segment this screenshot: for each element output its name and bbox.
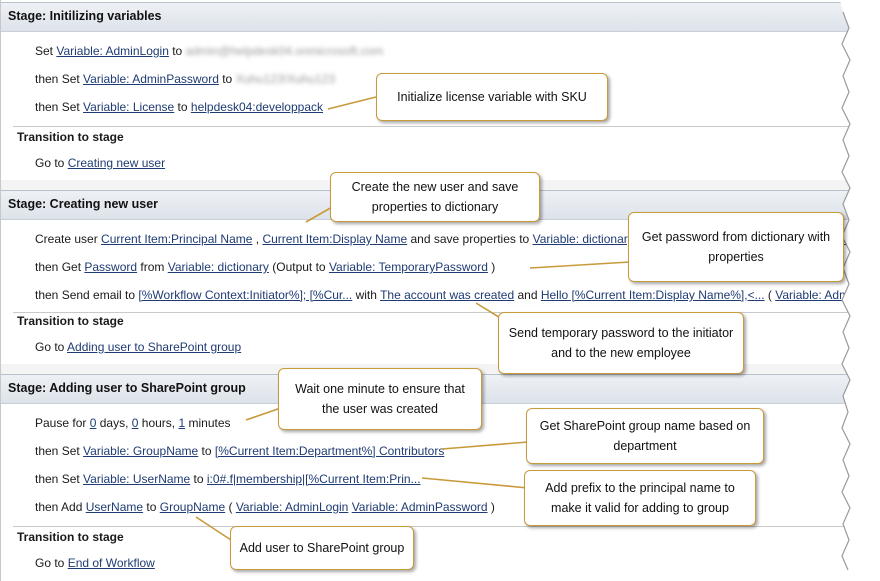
text: and xyxy=(514,288,541,302)
text: then Add xyxy=(35,500,86,514)
text: to xyxy=(168,44,186,58)
variable-adminlogin-link[interactable]: Variable: AdminLogin xyxy=(235,500,349,514)
stage-header-initializing[interactable]: Stage: Initilizing variables xyxy=(1,2,863,32)
text: and save properties to xyxy=(407,232,533,246)
variable-adminpassword-link[interactable]: Variable: AdminPassword xyxy=(83,72,219,86)
email-subject-link[interactable]: The account was created xyxy=(380,288,515,302)
callout-send-email: Send temporary password to the initiator… xyxy=(498,312,744,374)
action-pause: Pause for 0 days, 0 hours, 1 minutes xyxy=(35,416,231,430)
transition-heading: Transition to stage xyxy=(17,530,124,544)
username-link[interactable]: UserName xyxy=(85,500,144,514)
text: Go to xyxy=(35,156,68,170)
text: (Output to xyxy=(268,260,329,274)
username-value-link[interactable]: i:0#.f|membership|[%Current Item:Prin... xyxy=(206,472,421,486)
text: ) xyxy=(487,260,496,274)
callout-prefix: Add prefix to the principal name to make… xyxy=(524,470,756,526)
text: ( xyxy=(225,500,236,514)
groupname-value-link[interactable]: [%Current Item:Department%] Contributors xyxy=(214,444,445,458)
callout-group-name: Get SharePoint group name based on depar… xyxy=(526,408,764,464)
variable-adminpassword-link[interactable]: Variable: AdminPassword xyxy=(351,500,488,514)
text: Go to xyxy=(35,556,68,570)
callout-license: Initialize license variable with SKU xyxy=(376,73,608,121)
stage-title: Stage: Adding user to SharePoint group xyxy=(8,381,246,395)
transition-separator xyxy=(13,526,863,527)
pause-days-link[interactable]: 0 xyxy=(89,416,97,430)
pause-hours-link[interactable]: 0 xyxy=(131,416,139,430)
text: then Set xyxy=(35,100,84,114)
text: to xyxy=(174,100,191,114)
action-get-password: then Get Password from Variable: diction… xyxy=(35,260,495,274)
text: ) xyxy=(487,500,495,514)
transition-heading: Transition to stage xyxy=(17,314,124,328)
text: days, xyxy=(96,416,132,430)
goto-creating-new-user: Go to Creating new user xyxy=(35,156,165,170)
text: then Set xyxy=(35,472,84,486)
variable-groupname-link[interactable]: Variable: GroupName xyxy=(83,444,199,458)
transition-separator xyxy=(13,312,863,313)
leader-group xyxy=(441,441,529,450)
torn-edge-decoration xyxy=(840,0,880,581)
text: ( xyxy=(764,288,776,302)
goto-target-link[interactable]: End of Workflow xyxy=(67,556,155,570)
text: with xyxy=(352,288,381,302)
action-set-adminpassword: then Set Variable: AdminPassword to Xuhu… xyxy=(35,72,335,86)
action-create-user: Create user Current Item:Principal Name … xyxy=(35,232,634,246)
text: to xyxy=(218,72,236,86)
goto-adding-user: Go to Adding user to SharePoint group xyxy=(35,340,241,354)
text: then Set xyxy=(35,72,84,86)
action-set-groupname: then Set Variable: GroupName to [%Curren… xyxy=(35,444,444,458)
password-link[interactable]: Password xyxy=(84,260,138,274)
stage-title: Stage: Creating new user xyxy=(8,197,159,211)
goto-target-link[interactable]: Creating new user xyxy=(67,156,166,170)
license-value-link[interactable]: helpdesk04:developpack xyxy=(190,100,324,114)
leader-adduser xyxy=(195,516,235,543)
principal-name-link[interactable]: Current Item:Principal Name xyxy=(101,232,253,246)
variable-temporarypassword-link[interactable]: Variable: TemporaryPassword xyxy=(328,260,488,274)
action-set-adminlogin: Set Variable: AdminLogin to admin@helpde… xyxy=(35,44,383,58)
action-set-license: then Set Variable: License to helpdesk04… xyxy=(35,100,323,114)
text: from xyxy=(137,260,168,274)
text: hours, xyxy=(138,416,179,430)
text: then Get xyxy=(35,260,85,274)
pause-minutes-link[interactable]: 1 xyxy=(178,416,186,430)
variable-adminlogin-link[interactable]: Variable: AdminLogin xyxy=(56,44,169,58)
adminlogin-value-redacted[interactable]: admin@helpdesk04.onmicrosoft.com xyxy=(185,44,384,58)
email-body-link[interactable]: Hello [%Current Item:Display Name%],<... xyxy=(540,288,765,302)
leader-prefix xyxy=(421,477,529,489)
variable-username-link[interactable]: Variable: UserName xyxy=(83,472,191,486)
callout-get-password: Get password from dictionary with proper… xyxy=(628,212,844,282)
variable-dictionary-link[interactable]: Variable: dictionary xyxy=(167,260,269,274)
stage-title: Stage: Initilizing variables xyxy=(8,9,162,23)
text: Set xyxy=(35,44,57,58)
text: minutes xyxy=(185,416,231,430)
text: to xyxy=(190,472,207,486)
adminpassword-value-redacted[interactable]: Xuhu123!Xuhu123 xyxy=(235,72,336,86)
transition-separator xyxy=(13,126,863,127)
text: to xyxy=(198,444,215,458)
text: then Set xyxy=(35,444,84,458)
action-add-user-to-group: then Add UserName to GroupName ( Variabl… xyxy=(35,500,495,514)
callout-create-user: Create the new user and save properties … xyxy=(330,172,540,222)
email-to-link[interactable]: [%Workflow Context:Initiator%]; [%Cur... xyxy=(138,288,353,302)
leader-password xyxy=(529,261,631,269)
transition-heading: Transition to stage xyxy=(17,130,124,144)
text: Create user xyxy=(35,232,102,246)
text: then Send email to xyxy=(35,288,139,302)
groupname-link[interactable]: GroupName xyxy=(159,500,226,514)
text: to xyxy=(143,500,160,514)
goto-target-link[interactable]: Adding user to SharePoint group xyxy=(67,340,242,354)
display-name-link[interactable]: Current Item:Display Name xyxy=(262,232,408,246)
variable-dictionary-link[interactable]: Variable: dictionary xyxy=(532,232,634,246)
text: Pause for xyxy=(35,416,90,430)
goto-end-of-workflow: Go to End of Workflow xyxy=(35,556,155,570)
action-set-username: then Set Variable: UserName to i:0#.f|me… xyxy=(35,472,421,486)
callout-add-user: Add user to SharePoint group xyxy=(230,526,414,570)
variable-license-link[interactable]: Variable: License xyxy=(83,100,175,114)
text: Go to xyxy=(35,340,68,354)
callout-wait: Wait one minute to ensure that the user … xyxy=(278,368,482,430)
leader-license xyxy=(327,96,377,110)
text: , xyxy=(252,232,263,246)
